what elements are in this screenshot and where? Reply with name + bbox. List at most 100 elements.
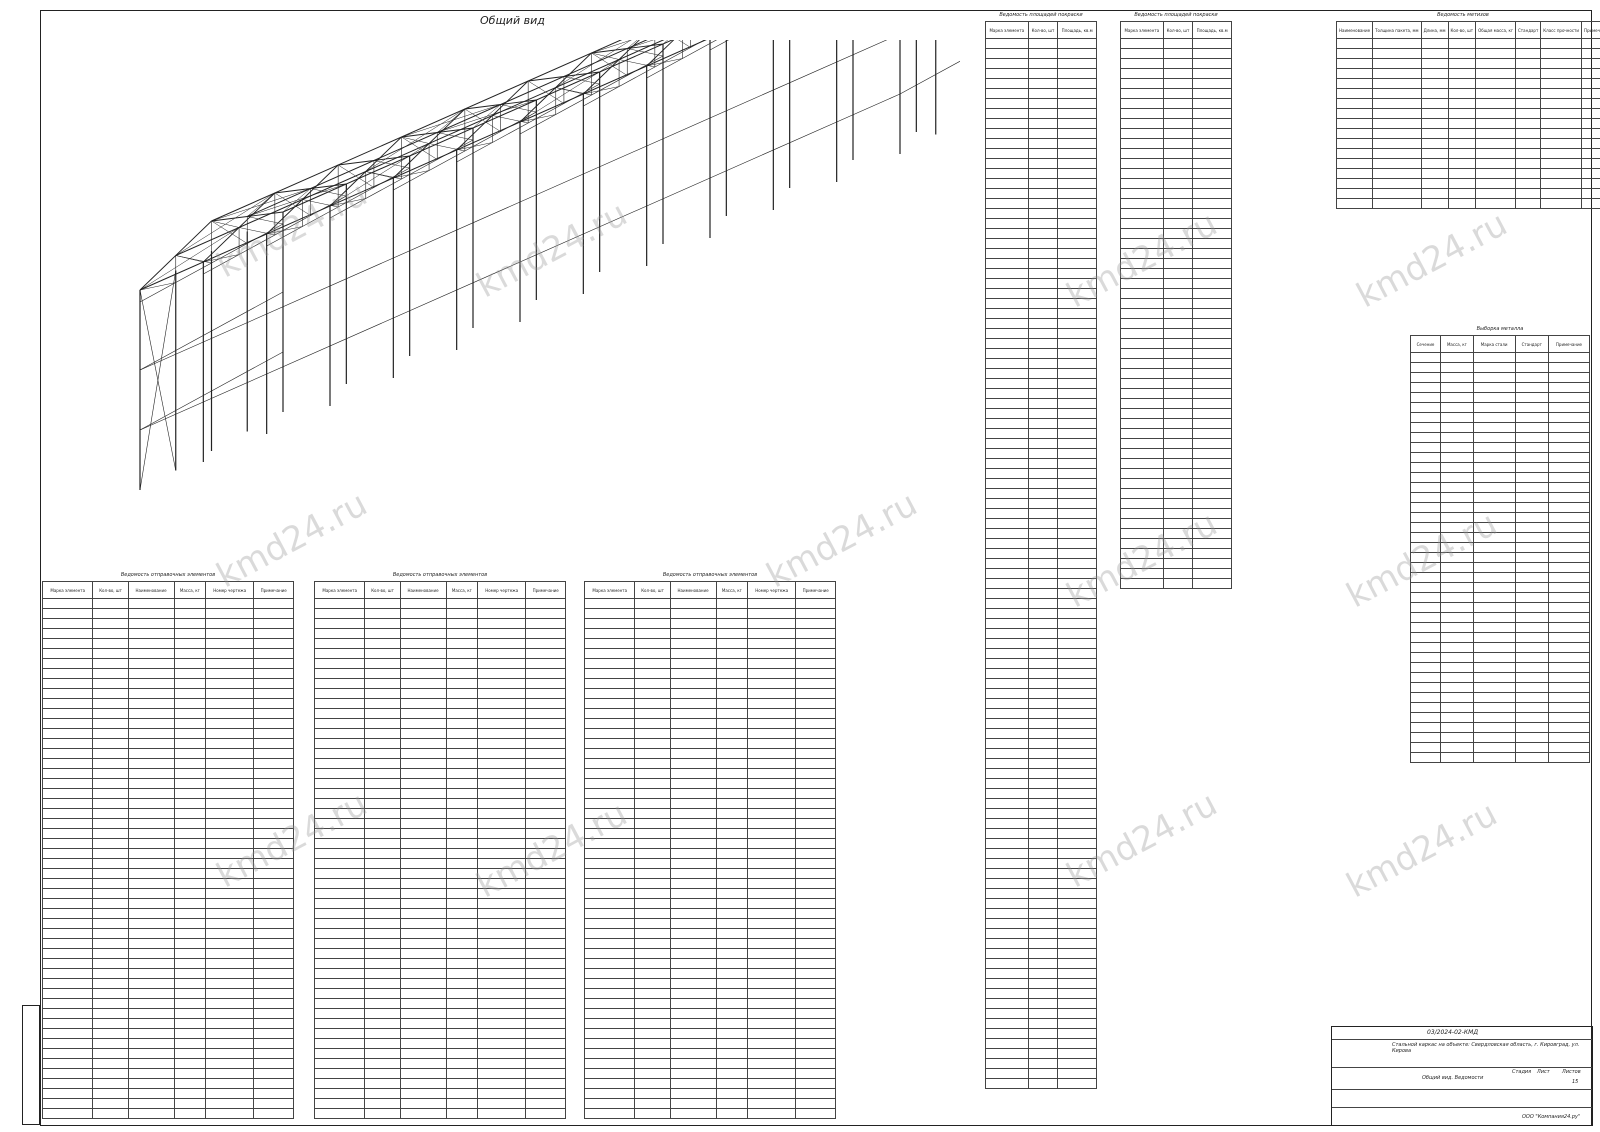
table-row [985, 188, 1097, 199]
table-row [313, 1098, 566, 1109]
table-row [1409, 542, 1591, 553]
sheets-total: 15 [1572, 1079, 1579, 1085]
column-header: Масса, кг [1440, 335, 1474, 353]
column-header: Длина, мм [1420, 21, 1449, 39]
isometric-frame-drawing [139, 40, 960, 491]
table-row [1120, 238, 1232, 249]
frame-member [266, 226, 303, 235]
table-row [985, 38, 1097, 49]
table-row [41, 1098, 294, 1109]
table-row [985, 228, 1097, 239]
table-row [1335, 118, 1600, 129]
frame-member [338, 160, 374, 166]
table-row [1409, 752, 1591, 763]
column-header: Марка стали [1472, 335, 1516, 353]
table-row [41, 838, 294, 849]
table-row [583, 948, 836, 959]
frame-member [401, 136, 438, 160]
table-row [583, 958, 836, 969]
table-row [41, 958, 294, 969]
frame-member [393, 143, 430, 179]
elements-table-1-caption: Ведомость отправочных элементов [120, 572, 216, 578]
table-row [313, 708, 566, 719]
frame-member [282, 188, 311, 213]
table-row [583, 1038, 836, 1049]
column-header: Наименование [399, 581, 447, 599]
table-row [1120, 68, 1232, 79]
table-row [985, 798, 1097, 809]
table-row [985, 988, 1097, 999]
table-row [41, 608, 294, 619]
table-row [313, 918, 566, 929]
table-row [41, 808, 294, 819]
table-row [41, 938, 294, 949]
table-row [1409, 602, 1591, 613]
table-row [985, 168, 1097, 179]
table-row [985, 778, 1097, 789]
table-row [1409, 422, 1591, 433]
table-row [313, 628, 566, 639]
table-row [985, 808, 1097, 819]
frame-member [472, 104, 501, 129]
table-row [583, 698, 836, 709]
frame-member [274, 188, 311, 194]
column-header: Кол-во, шт [364, 581, 401, 599]
table-row [985, 538, 1097, 549]
table-row [313, 1068, 566, 1079]
frame-member [591, 52, 620, 60]
frame-member [175, 40, 665, 256]
frame-member [627, 43, 664, 49]
table-row [1120, 538, 1232, 549]
table-row [313, 848, 566, 859]
table-row [1409, 392, 1591, 403]
table-row [985, 728, 1097, 739]
table-row [313, 998, 566, 1009]
table-row [1335, 188, 1600, 199]
table-row [1120, 188, 1232, 199]
project-name: Стальной каркас на объекте: Свердловская… [1392, 1042, 1580, 1054]
table-row [985, 378, 1097, 389]
table-row [1120, 578, 1232, 589]
column-header: Кол-во, шт [92, 581, 129, 599]
table-row [41, 1068, 294, 1079]
frame-member [139, 351, 284, 431]
frame-member [338, 164, 375, 188]
column-header: Кол-во, шт [634, 581, 671, 599]
table-row [1120, 368, 1232, 379]
table-row [41, 1028, 294, 1039]
table-row [985, 328, 1097, 339]
table-row [1120, 548, 1232, 559]
table-row [985, 818, 1097, 829]
table-row [985, 288, 1097, 299]
table-row [1120, 528, 1232, 539]
table-row [583, 848, 836, 859]
table-row [1120, 348, 1232, 359]
table-row [41, 898, 294, 909]
table-row [1120, 428, 1232, 439]
table-row [41, 988, 294, 999]
table-row [1120, 118, 1232, 129]
table-row [985, 958, 1097, 969]
frame-member [583, 86, 620, 95]
table-row [985, 658, 1097, 669]
table-row [41, 708, 294, 719]
table-row [1120, 518, 1232, 529]
table-row [1409, 432, 1591, 443]
column-header: Кол-во, шт [1027, 21, 1059, 39]
table-row [1120, 98, 1232, 109]
table-row [41, 798, 294, 809]
table-row [985, 528, 1097, 539]
table-row [41, 968, 294, 979]
table-row [985, 428, 1097, 439]
table-row [313, 818, 566, 829]
table-row [583, 878, 836, 889]
metal-table-caption: Выборка металла [1476, 326, 1524, 332]
table-row [583, 678, 836, 689]
frame-member [456, 83, 600, 163]
table-row [985, 78, 1097, 89]
table-row [985, 938, 1097, 949]
frame-member [211, 220, 240, 228]
